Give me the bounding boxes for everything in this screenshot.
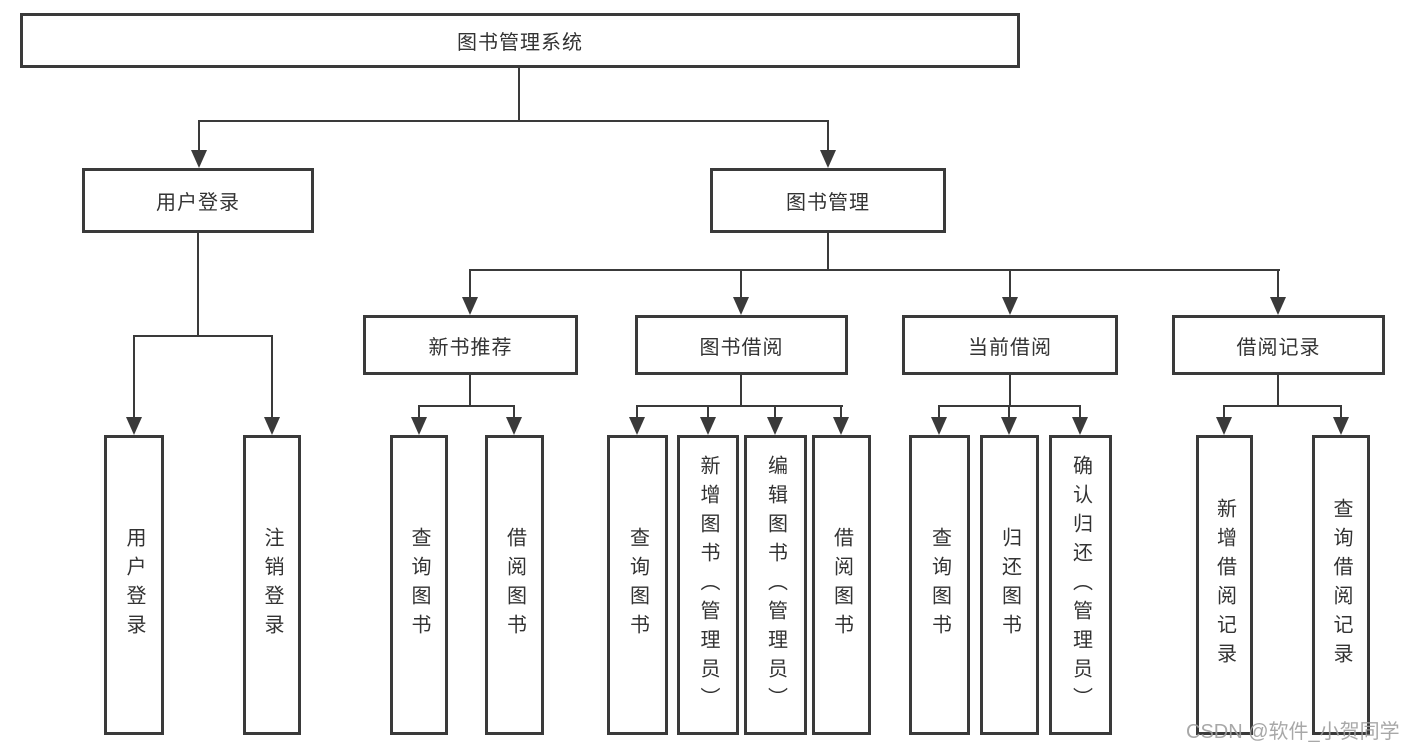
leaf-add-borrow-record: 新增借阅记录 (1196, 435, 1253, 735)
arrow-down-icon (506, 417, 522, 435)
connector-line (774, 405, 776, 419)
node-new-book-recommendation: 新书推荐 (363, 315, 578, 375)
arrow-down-icon (264, 417, 280, 435)
leaf-query-books: 查询图书 (390, 435, 448, 735)
connector-line (469, 269, 1280, 271)
leaf-label: 新增图书（管理员） (697, 454, 719, 716)
connector-line (636, 405, 843, 407)
leaf-query-borrow-record: 查询借阅记录 (1312, 435, 1370, 735)
connector-line (271, 335, 273, 419)
connector-line (827, 120, 829, 152)
connector-line (469, 269, 471, 299)
connector-line (513, 405, 515, 419)
connector-line (1277, 269, 1279, 299)
connector-line (740, 269, 742, 299)
leaf-label: 查询图书 (408, 527, 430, 643)
arrow-down-icon (191, 150, 207, 168)
connector-line (1340, 405, 1342, 419)
connector-line (1079, 405, 1081, 419)
arrow-down-icon (833, 417, 849, 435)
node-current-borrowing: 当前借阅 (902, 315, 1118, 375)
connector-line (1008, 405, 1010, 419)
connector-line (198, 120, 200, 152)
leaf-label: 新增借阅记录 (1213, 498, 1236, 672)
leaf-confirm-return-admin: 确认归还（管理员） (1049, 435, 1112, 735)
leaf-borrow-books: 借阅图书 (812, 435, 871, 735)
arrow-down-icon (700, 417, 716, 435)
csdn-watermark: CSDN @软件_小贺同学 (1186, 721, 1400, 743)
connector-line (636, 405, 638, 419)
connector-line (518, 67, 520, 122)
connector-line (1223, 405, 1225, 419)
leaf-label: 借阅图书 (503, 527, 526, 643)
connector-line (1277, 375, 1279, 407)
connector-line (418, 405, 420, 419)
node-user-login: 用户登录 (82, 168, 314, 233)
node-book-borrowing: 图书借阅 (635, 315, 848, 375)
connector-line (197, 233, 199, 337)
leaf-return-book: 归还图书 (980, 435, 1039, 735)
leaf-label: 用户登录 (123, 527, 145, 643)
arrow-down-icon (462, 297, 478, 315)
arrow-down-icon (820, 150, 836, 168)
connector-line (707, 405, 709, 419)
leaf-label: 借阅图书 (830, 527, 853, 643)
leaf-user-login: 用户登录 (104, 435, 164, 735)
arrow-down-icon (767, 417, 783, 435)
leaf-label: 查询图书 (928, 527, 951, 643)
connector-line (133, 335, 135, 419)
arrow-down-icon (1001, 417, 1017, 435)
node-borrowing-records: 借阅记录 (1172, 315, 1385, 375)
arrow-down-icon (931, 417, 947, 435)
connector-line (938, 405, 940, 419)
connector-line (1223, 405, 1342, 407)
arrow-down-icon (1072, 417, 1088, 435)
leaf-label: 查询图书 (626, 527, 649, 643)
leaf-borrow-books: 借阅图书 (485, 435, 544, 735)
arrow-down-icon (1270, 297, 1286, 315)
connector-line (827, 233, 829, 271)
connector-line (198, 120, 829, 122)
arrow-down-icon (1002, 297, 1018, 315)
connector-line (840, 405, 842, 419)
connector-line (418, 405, 515, 407)
arrow-down-icon (1216, 417, 1232, 435)
connector-line (1009, 375, 1011, 407)
arrow-down-icon (411, 417, 427, 435)
connector-line (740, 375, 742, 407)
node-library-management-system: 图书管理系统 (20, 13, 1020, 68)
connector-line (469, 375, 471, 407)
node-book-management: 图书管理 (710, 168, 946, 233)
leaf-edit-book-admin: 编辑图书（管理员） (744, 435, 807, 735)
arrow-down-icon (1333, 417, 1349, 435)
leaf-label: 确认归还（管理员） (1069, 454, 1092, 716)
leaf-add-book-admin: 新增图书（管理员） (677, 435, 739, 735)
leaf-label: 注销登录 (261, 527, 283, 643)
leaf-label: 归还图书 (998, 527, 1021, 643)
leaf-query-books: 查询图书 (909, 435, 970, 735)
arrow-down-icon (629, 417, 645, 435)
leaf-logout: 注销登录 (243, 435, 301, 735)
leaf-label: 编辑图书（管理员） (764, 454, 787, 716)
arrow-down-icon (733, 297, 749, 315)
leaf-query-books: 查询图书 (607, 435, 668, 735)
leaf-label: 查询借阅记录 (1330, 498, 1352, 672)
connector-line (1009, 269, 1011, 299)
arrow-down-icon (126, 417, 142, 435)
connector-line (133, 335, 273, 337)
